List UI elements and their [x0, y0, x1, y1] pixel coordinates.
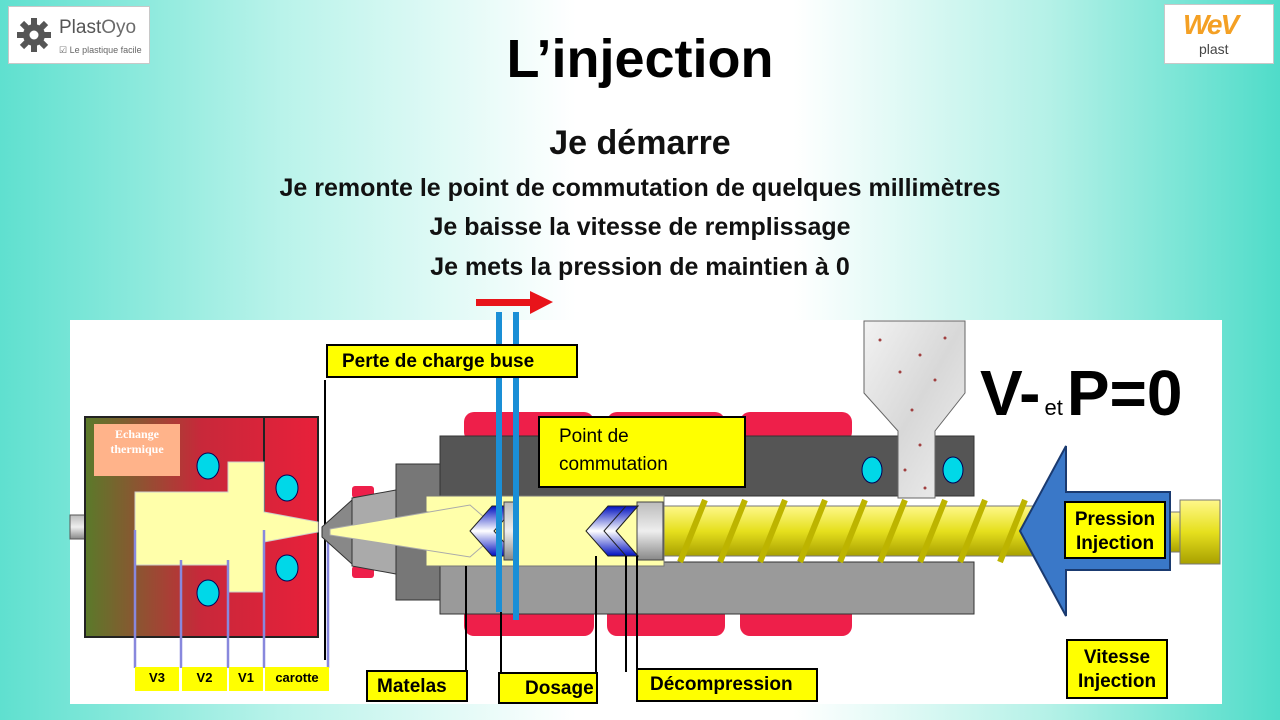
point-commutation-line: commutation: [559, 454, 668, 475]
plastoyo-logo: PlastOyo ☑ Le plastique facile: [8, 6, 150, 64]
pression-line: Injection: [1075, 533, 1155, 554]
vitesse-injection-label: Vitesse Injection: [1066, 639, 1168, 699]
mold: [69, 416, 330, 668]
perte-de-charge-label: Perte de charge buse: [326, 344, 578, 378]
gear-icon: [17, 18, 51, 52]
echange-line: Echange: [114, 427, 159, 441]
matelas-label: Matelas: [366, 670, 468, 702]
instruction-line: Je baisse la vitesse de remplissage: [429, 213, 851, 241]
page-title: L’injection: [506, 29, 774, 89]
point-commutation-label: Point de commutation: [538, 416, 746, 488]
zone-label-carotte: carotte: [265, 667, 329, 691]
echange-line: thermique: [110, 442, 164, 456]
instruction-line: Je remonte le point de commutation de qu…: [279, 174, 1001, 202]
vitesse-line: Injection: [1077, 671, 1157, 692]
leader-lines: [465, 556, 638, 672]
zone-label-v3: V3: [135, 667, 179, 691]
v-et-p-label: V-etP=0: [980, 356, 1182, 430]
et-text: et: [1044, 395, 1063, 420]
point-commutation-line: Point de: [559, 426, 629, 447]
logo-tagline: ☑ Le plastique facile: [59, 45, 142, 55]
decompression-label: Décompression: [636, 668, 818, 702]
p-text: P=0: [1066, 357, 1183, 429]
v-text: V-: [980, 357, 1041, 429]
pression-line: Pression: [1074, 509, 1156, 530]
logo-brand: WeV: [1183, 9, 1239, 40]
instruction-line: Je mets la pression de maintien à 0: [430, 253, 850, 281]
dosage-label: Dosage: [498, 672, 598, 704]
pression-injection-label: Pression Injection: [1064, 501, 1166, 559]
direction-arrow: [476, 291, 553, 314]
logo-sub: plast: [1199, 41, 1229, 57]
zone-label-v2: V2: [182, 667, 227, 691]
logo-name: PlastOyo: [59, 17, 137, 38]
vitesse-line: Vitesse: [1083, 647, 1151, 668]
echange-thermique-label: Echange thermique: [94, 424, 180, 476]
instruction-heading: Je démarre: [549, 124, 731, 162]
wevplast-logo: WeV plast: [1164, 4, 1274, 64]
hopper: [863, 320, 966, 499]
zone-label-v1: V1: [229, 667, 263, 691]
